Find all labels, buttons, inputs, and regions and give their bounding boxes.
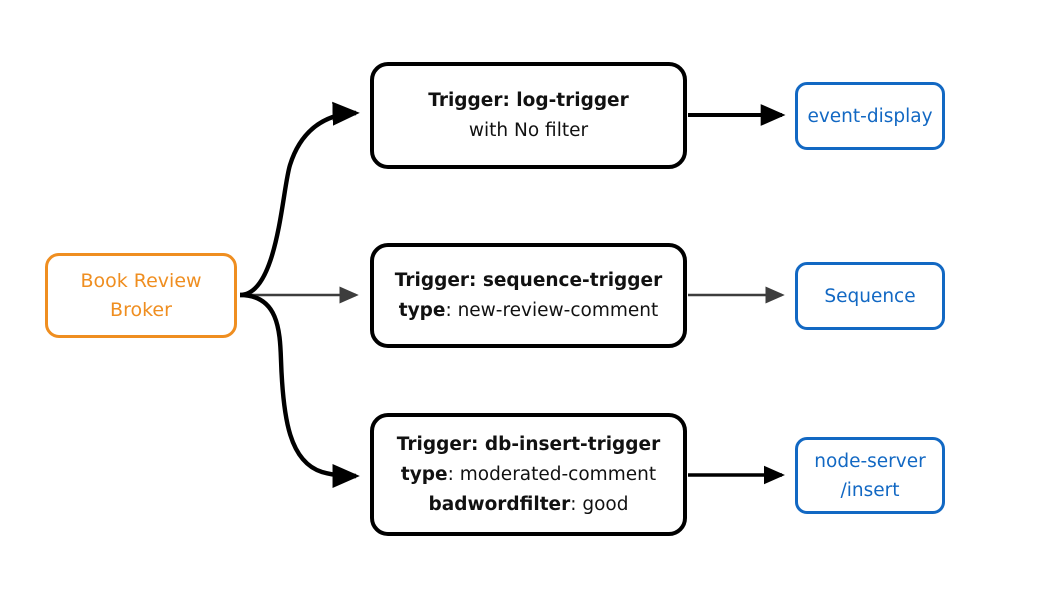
trigger-log-title: Trigger: log-trigger — [428, 89, 629, 111]
trigger-dbinsert-filter-row: badwordfilter: good — [429, 490, 629, 520]
broker-label-line2: Broker — [110, 298, 172, 321]
node-trigger-db-insert-trigger[interactable]: Trigger: db-insert-trigger type: moderat… — [370, 413, 687, 536]
node-target-node-server-insert[interactable]: node-server /insert — [795, 437, 945, 514]
node-book-review-broker[interactable]: Book Review Broker — [45, 253, 237, 338]
target-node-server-label-line2: /insert — [840, 479, 900, 501]
trigger-dbinsert-filter-value: : good — [570, 493, 629, 515]
trigger-sequence-type-value: : new-review-comment — [445, 299, 659, 321]
trigger-dbinsert-type-key: type — [400, 463, 448, 485]
target-event-display-label: event-display — [807, 105, 933, 127]
node-target-event-display[interactable]: event-display — [795, 82, 945, 150]
trigger-sequence-type-row: type: new-review-comment — [399, 296, 658, 326]
trigger-dbinsert-type-row: type: moderated-comment — [401, 460, 656, 490]
trigger-sequence-type-key: type — [398, 299, 446, 321]
edge-broker-to-log-trigger — [239, 101, 360, 298]
node-target-sequence[interactable]: Sequence — [795, 262, 945, 330]
target-node-server-label-line1: node-server — [814, 450, 926, 472]
node-trigger-log-trigger[interactable]: Trigger: log-trigger with No filter — [370, 62, 687, 169]
trigger-dbinsert-type-value: : moderated-comment — [447, 463, 657, 485]
edge-broker-to-db-insert-trigger — [239, 292, 360, 489]
trigger-sequence-title: Trigger: sequence-trigger — [394, 269, 663, 291]
target-sequence-label: Sequence — [824, 285, 916, 307]
trigger-log-filter: with No filter — [468, 119, 589, 141]
trigger-dbinsert-filter-key: badwordfilter — [428, 493, 571, 515]
trigger-dbinsert-title: Trigger: db-insert-trigger — [396, 433, 661, 455]
broker-label-line1: Book Review — [80, 269, 202, 292]
node-trigger-sequence-trigger[interactable]: Trigger: sequence-trigger type: new-revi… — [370, 243, 687, 348]
